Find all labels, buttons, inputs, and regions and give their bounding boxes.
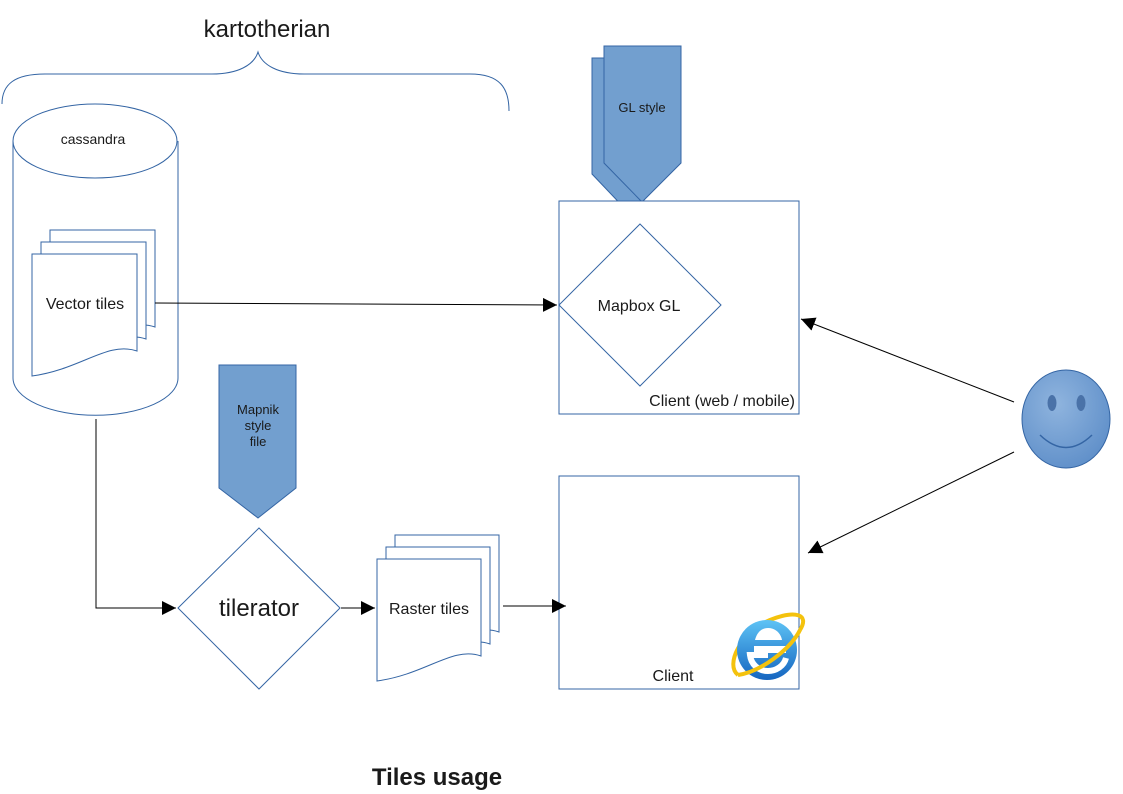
gl-style-flag-front bbox=[603, 45, 682, 203]
cassandra-label: cassandra bbox=[61, 131, 126, 147]
diagram-caption: Tiles usage bbox=[372, 764, 502, 791]
raster-tiles-label: Raster tiles bbox=[389, 601, 469, 618]
kartotherian-label: kartotherian bbox=[204, 16, 331, 43]
arrow-cassandra-to-tilerator bbox=[95, 419, 176, 615]
client-label: Client bbox=[653, 668, 694, 685]
mapnik-style-label-line2: style bbox=[245, 418, 272, 433]
gl-style-label: GL style bbox=[618, 100, 665, 115]
ie-letter-hole bbox=[755, 628, 782, 640]
ie-letter-cut bbox=[746, 652, 789, 675]
cassandra-cylinder-top bbox=[12, 103, 178, 179]
arrow-vector-tiles-to-mapbox-gl bbox=[154, 297, 558, 312]
raster-tiles-documents: Raster tiles bbox=[376, 534, 500, 682]
ie-ring-arc bbox=[731, 612, 806, 677]
mapnik-style-flag: Mapnik style file bbox=[218, 364, 297, 519]
connectors bbox=[95, 297, 1015, 615]
mapnik-style-label-line1: Mapnik bbox=[237, 402, 279, 417]
gl-style-flag: GL style bbox=[591, 45, 682, 215]
arrow-user-to-web-client bbox=[800, 317, 1015, 403]
tilerator-label: tilerator bbox=[219, 595, 299, 622]
mapbox-gl-label: Mapbox GL bbox=[598, 298, 681, 315]
ie-letter-bar bbox=[754, 646, 786, 653]
kartotherian-brace bbox=[1, 50, 510, 112]
smiley-mouth bbox=[1039, 434, 1093, 449]
mapnik-style-label-line3: file bbox=[250, 434, 267, 449]
smiley-right-eye bbox=[1076, 395, 1086, 411]
client-web-mobile-label: Client (web / mobile) bbox=[649, 393, 795, 410]
mapbox-gl-diamond bbox=[558, 223, 722, 387]
smiley-face-icon bbox=[1021, 369, 1111, 469]
smiley-face-head bbox=[1021, 369, 1111, 469]
tilerator-diamond bbox=[177, 527, 341, 690]
tilerator-process: tilerator bbox=[177, 527, 341, 690]
internet-explorer-icon bbox=[731, 612, 806, 680]
smiley-left-eye bbox=[1047, 395, 1057, 411]
vector-tiles-documents: Vector tiles bbox=[31, 229, 156, 377]
vector-tiles-page-front bbox=[31, 253, 138, 377]
arrow-user-to-browser-client bbox=[807, 451, 1015, 554]
client-browser-box: Client bbox=[558, 475, 806, 690]
raster-tiles-page-front bbox=[376, 558, 482, 682]
ie-ring-front bbox=[737, 629, 802, 677]
vector-tiles-label: Vector tiles bbox=[46, 296, 124, 313]
kartotherian-group: kartotherian bbox=[1, 16, 510, 112]
client-web-mobile-box: Mapbox GL Client (web / mobile) bbox=[558, 200, 800, 415]
mapnik-style-flag-shape bbox=[218, 364, 297, 519]
